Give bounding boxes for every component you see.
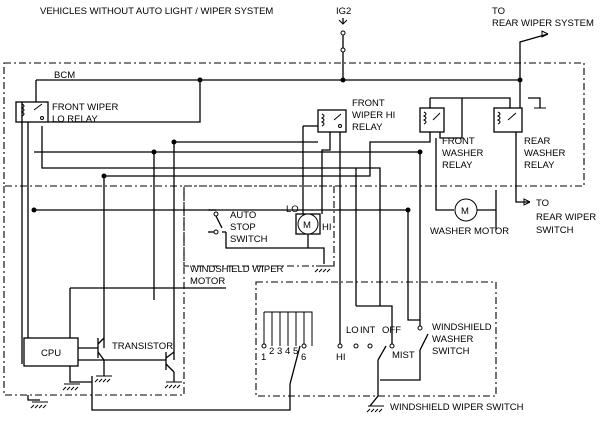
rear-washer-relay-label-1: REAR <box>524 136 551 147</box>
intermittent-resistor-ladder <box>263 311 313 385</box>
front-washer-relay-label-1: FRONT <box>442 136 475 147</box>
hi-relay-label-2: WIPER HI <box>352 110 395 121</box>
cpu-label: CPU <box>41 348 61 359</box>
front-washer-relay-label-2: WASHER <box>442 148 483 159</box>
motor-ground <box>225 232 325 264</box>
hi-relay-label-3: RELAY <box>352 122 383 133</box>
washer-motor-symbol: M <box>461 206 469 217</box>
hi-relay-label-1: FRONT <box>352 98 385 109</box>
switch-mist-label: MIST <box>392 350 415 361</box>
front-washer-relay <box>419 107 445 133</box>
junction-dot <box>101 173 107 179</box>
switch-position-labels: 1 2 3 4 5 6 <box>261 346 306 363</box>
transistor-2 <box>78 351 175 382</box>
ground-symbol <box>62 383 80 391</box>
rear-switch-label-3: SWITCH <box>536 225 574 236</box>
position-2: 2 <box>269 346 274 357</box>
switch-blade <box>377 345 387 361</box>
wiper-switch-boundary <box>255 281 497 397</box>
windshield-washer-switch <box>380 152 429 381</box>
wiper-motor-label-2: MOTOR <box>190 276 225 287</box>
auto-stop-switch <box>208 209 226 235</box>
diagram-title: VEHICLES WITHOUT AUTO LIGHT / WIPER SYST… <box>40 6 273 17</box>
rear-wiper-system-label-2: REAR WIPER SYSTEM <box>492 18 594 29</box>
auto-stop-label-3: SWITCH <box>230 234 268 245</box>
position-1: 1 <box>261 352 266 363</box>
rear-washer-relay-label-2: WASHER <box>524 148 565 159</box>
wiper-motor-boundary <box>183 185 335 267</box>
bcm-wiring <box>21 30 549 364</box>
motor-symbol: M <box>303 220 311 231</box>
rear-switch-arrow <box>523 198 531 206</box>
washer-switch-label-2: WASHER <box>432 334 473 345</box>
chassis-ground-wire <box>27 395 40 401</box>
ig2-supply <box>338 18 348 80</box>
transistor-label: TRANSISTOR <box>112 341 173 352</box>
transistor-1 <box>78 337 105 376</box>
rear-switch-wire <box>515 132 530 203</box>
ground-symbol <box>366 405 384 413</box>
position-5: 5 <box>293 346 298 357</box>
rear-wiper-system-label-1: TO <box>492 6 505 17</box>
cpu-box <box>23 337 79 367</box>
junction-dot <box>31 207 37 213</box>
switch-return-wire <box>91 376 291 411</box>
motor-hi-label: HI <box>322 222 332 233</box>
contact <box>353 343 359 349</box>
contact <box>337 343 343 349</box>
junction-dot <box>340 77 346 83</box>
rear-switch-label-1: TO <box>536 198 549 209</box>
rear-switch-label-2: REAR WIPER <box>536 212 596 223</box>
contact <box>367 343 373 349</box>
switch-int-label: INT <box>360 325 376 336</box>
bcm-lower-boundary <box>3 186 185 396</box>
contact <box>389 343 395 349</box>
motor-lo-label: LO <box>286 204 299 215</box>
junction-dot <box>151 149 157 155</box>
wiper-motor-label-1: WINDSHIELD WIPER <box>190 264 284 275</box>
switch-off-label: OFF <box>382 325 401 336</box>
rear-washer-relay-label-3: RELAY <box>524 160 555 171</box>
washer-switch-label-1: WINDSHIELD <box>432 322 492 333</box>
rear-washer-relay <box>493 107 523 133</box>
washer-switch-label-3: SWITCH <box>432 346 470 357</box>
auto-stop-label-2: STOP <box>230 222 256 233</box>
auto-stop-label-1: AUTO <box>230 210 256 221</box>
ground-symbol <box>164 381 182 389</box>
position-4: 4 <box>285 346 290 357</box>
wiper-switch-label: WINDSHIELD WIPER SWITCH <box>390 402 524 413</box>
bcm-label: BCM <box>54 70 75 81</box>
front-wiper-lo-relay <box>15 101 49 123</box>
front-washer-relay-label-3: RELAY <box>442 160 473 171</box>
position-3: 3 <box>277 346 282 357</box>
lo-relay-label-2: LO RELAY <box>52 114 98 125</box>
front-wiper-hi-relay <box>317 109 347 133</box>
switch-lo-label: LO <box>346 325 359 336</box>
position-6: 6 <box>301 352 306 363</box>
switch-common <box>369 360 379 407</box>
switch-int-off-wire <box>356 305 393 344</box>
contact <box>261 343 267 349</box>
washer-motor-label: WASHER MOTOR <box>430 226 509 237</box>
lo-relay-label-1: FRONT WIPER <box>52 102 118 113</box>
contact <box>301 343 307 349</box>
washer-feed-wire <box>407 210 420 321</box>
cpu-ground-wire <box>69 366 92 383</box>
ground-symbol <box>30 401 48 409</box>
switch-hi-label: HI <box>336 352 346 363</box>
ig2-label: IG2 <box>336 6 351 17</box>
washer-motor: M <box>435 138 497 230</box>
junction-dot <box>171 139 177 145</box>
ground-symbol <box>94 375 112 383</box>
ground-symbol <box>314 265 332 273</box>
wiper-motor: M <box>295 198 323 248</box>
